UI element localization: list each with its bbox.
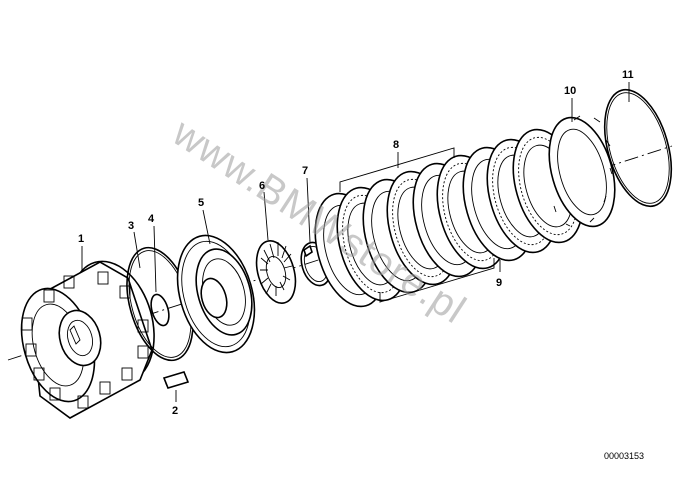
callout-7: 7 bbox=[302, 165, 308, 177]
callout-11: 11 bbox=[622, 69, 634, 81]
callout-6: 6 bbox=[259, 180, 265, 192]
leader-4 bbox=[153, 225, 157, 293]
callout-10: 10 bbox=[564, 85, 576, 97]
leader-5 bbox=[202, 209, 211, 245]
part-2-key bbox=[162, 371, 190, 389]
callout-8: 8 bbox=[393, 139, 399, 151]
callout-1: 1 bbox=[78, 233, 84, 245]
callout-9: 9 bbox=[496, 277, 502, 289]
callout-2: 2 bbox=[172, 405, 178, 417]
leader-7 bbox=[306, 177, 311, 243]
callout-5: 5 bbox=[198, 197, 204, 209]
part-6-spring-retainer bbox=[255, 240, 297, 304]
callout-4: 4 bbox=[148, 213, 155, 225]
leader-3 bbox=[133, 231, 141, 269]
part-11-snap-ring bbox=[603, 88, 673, 208]
leader-8-bracket bbox=[339, 147, 455, 192]
leader-6 bbox=[263, 191, 269, 241]
part-4-seal-ring bbox=[150, 293, 170, 327]
callout-3: 3 bbox=[128, 220, 134, 232]
leader-lines bbox=[81, 82, 630, 402]
document-number: 00003153 bbox=[604, 451, 644, 461]
part-5-piston bbox=[176, 234, 256, 354]
leader-9-bracket bbox=[379, 258, 501, 303]
part-1-clutch-drum bbox=[20, 260, 155, 419]
